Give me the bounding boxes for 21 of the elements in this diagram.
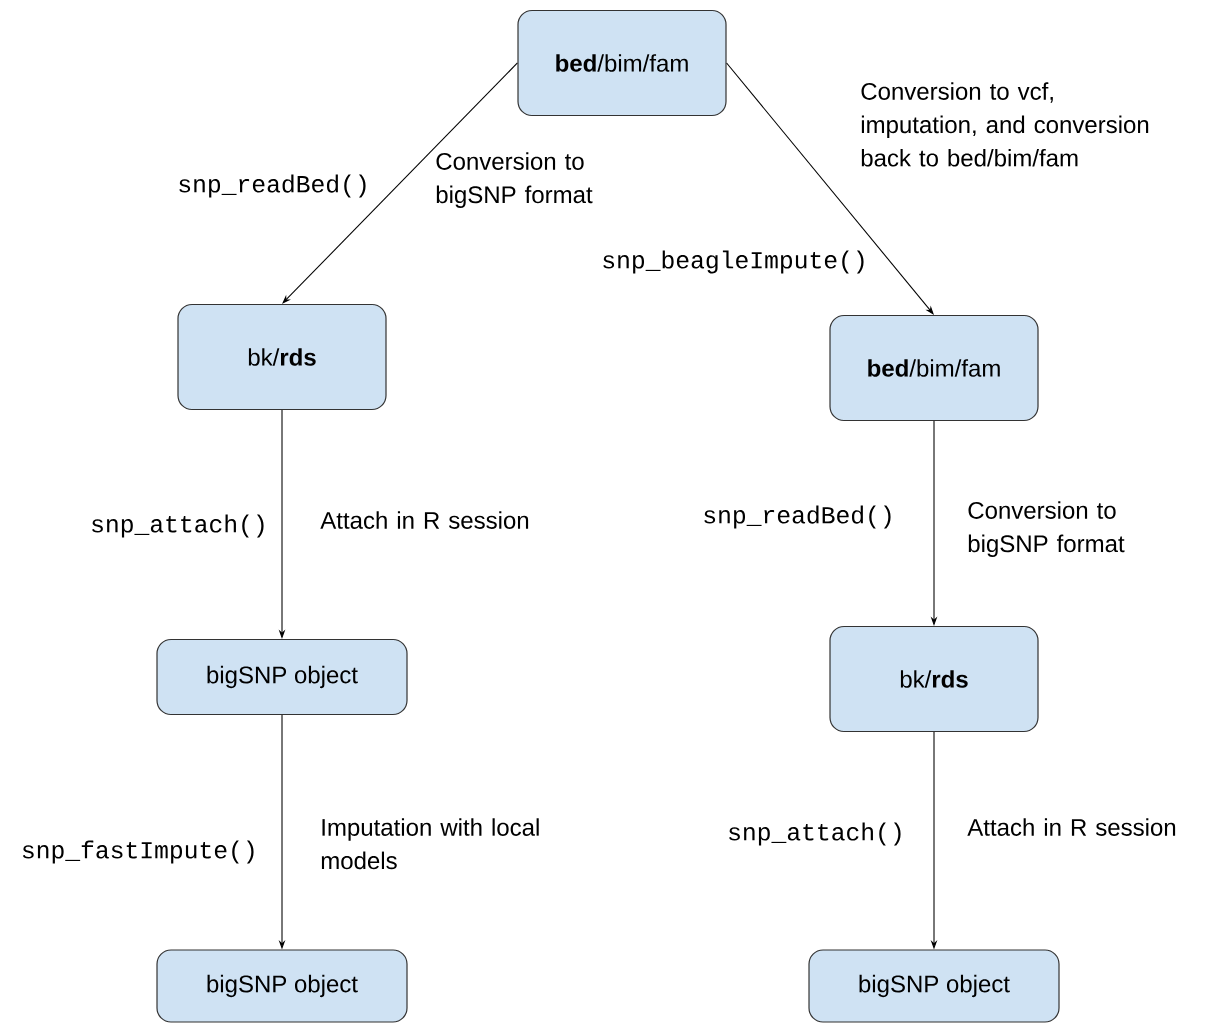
file-box: bk/rds xyxy=(177,303,387,411)
function-label: snp_attach() xyxy=(729,822,901,846)
function-label: snp_readBed() xyxy=(179,174,366,198)
function-label: snp_attach() xyxy=(92,514,264,538)
function-label: snp_fastImpute() xyxy=(22,840,254,864)
file-box: bed/bim/fam xyxy=(829,314,1039,422)
edge-label: Conversion to vcf, imputation, and conversion back to bed/bim/fam xyxy=(861,82,1149,167)
edge-label: Attach in R session xyxy=(967,818,1176,836)
file-box: bigSNP object xyxy=(156,638,408,716)
edge-label: Imputation with local models xyxy=(321,818,539,870)
arrow xyxy=(726,62,934,315)
arrow xyxy=(282,62,518,304)
edge-label: Attach in R session xyxy=(320,511,529,529)
edge-label: Conversion to bigSNP format xyxy=(968,501,1125,557)
file-box: bed/bim/fam xyxy=(517,9,727,117)
edge-label: Conversion to bigSNP format xyxy=(436,152,593,208)
file-box: bigSNP object xyxy=(156,949,408,1023)
file-box: bk/rds xyxy=(829,625,1039,733)
function-label: snp_readBed() xyxy=(704,505,891,529)
file-box: bigSNP object xyxy=(808,949,1060,1023)
function-label: snp_beagleImpute() xyxy=(603,250,864,274)
